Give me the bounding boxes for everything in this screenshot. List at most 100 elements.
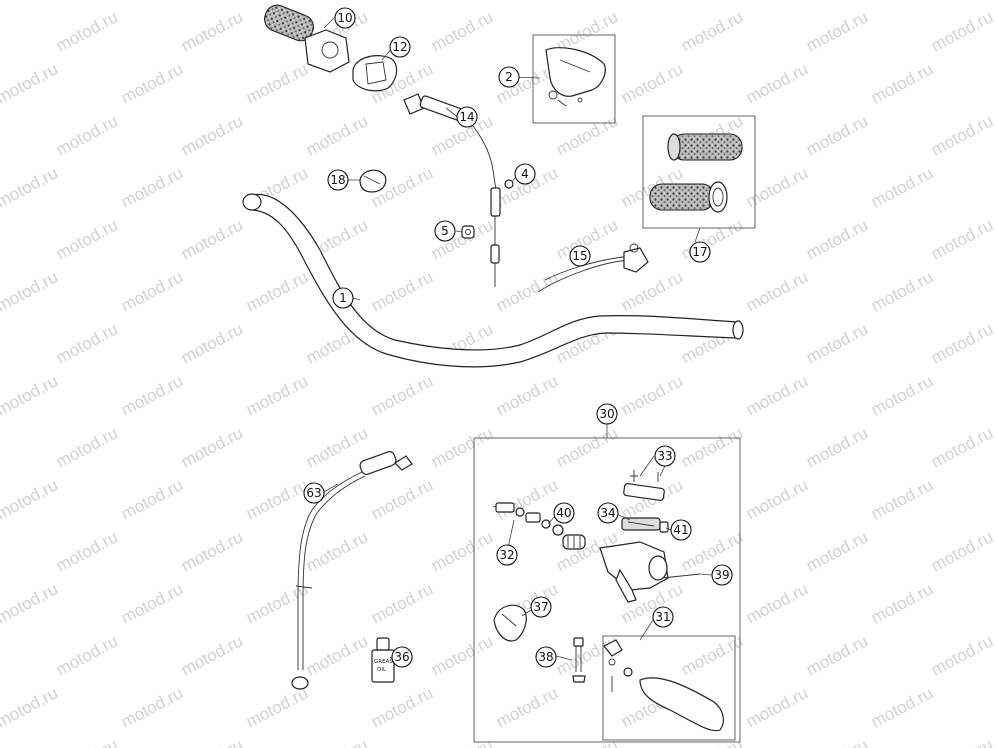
watermark-text: motod.ru: [118, 579, 186, 627]
watermark-text: motod.ru: [868, 163, 936, 211]
callout-4: 4: [514, 163, 536, 185]
watermark-text: motod.ru: [368, 683, 436, 731]
callout-63: 63: [303, 482, 325, 504]
clamp-icon: [359, 169, 387, 193]
watermark-text: motod.ru: [743, 475, 811, 523]
watermark-text: motod.ru: [803, 423, 871, 471]
watermark-text: motod.ru: [368, 579, 436, 627]
watermark-text: motod.ru: [303, 111, 371, 159]
watermark-text: motod.ru: [993, 475, 997, 523]
svg-text:34: 34: [600, 506, 615, 520]
watermark-text: motod.ru: [303, 735, 371, 748]
svg-text:4: 4: [521, 167, 529, 181]
svg-text:32: 32: [499, 548, 514, 562]
piston-kit-icon: [492, 502, 564, 536]
watermark-text: motod.ru: [53, 423, 121, 471]
watermark-text: motod.ru: [428, 423, 496, 471]
watermark-text: motod.ru: [0, 0, 61, 4]
watermark-text: motod.ru: [178, 735, 246, 748]
reservoir-cover-icon: [623, 470, 665, 501]
watermark-text: motod.ru: [0, 683, 61, 731]
watermark-text: motod.ru: [803, 735, 871, 748]
watermark-text: motod.ru: [118, 163, 186, 211]
watermark-text: motod.ru: [743, 371, 811, 419]
watermark-text: motod.ru: [178, 423, 246, 471]
watermark-text: motod.ru: [493, 683, 561, 731]
callout-31: 31: [652, 606, 674, 628]
watermark-text: motod.ru: [178, 7, 246, 55]
watermark-text: motod.ru: [993, 683, 997, 731]
callout-17: 17: [689, 241, 711, 263]
handlebar-icon: [242, 193, 744, 368]
watermark-text: motod.ru: [0, 59, 61, 107]
watermark-text: motod.ru: [428, 7, 496, 55]
watermark-text: motod.ru: [178, 111, 246, 159]
switch-icon: [537, 243, 649, 293]
throttle-cover-icon: [352, 55, 398, 92]
callout-12: 12: [389, 36, 411, 58]
svg-text:41: 41: [673, 523, 688, 537]
part-17-box: [642, 115, 756, 229]
watermark-text: motod.ru: [868, 0, 936, 4]
watermark-text: motod.ru: [118, 267, 186, 315]
watermark-text: motod.ru: [0, 579, 61, 627]
watermark-text: motod.ru: [928, 215, 996, 263]
svg-text:17: 17: [692, 245, 707, 259]
watermark-text: motod.ru: [0, 163, 61, 211]
watermark-text: motod.ru: [743, 267, 811, 315]
watermark-text: motod.ru: [0, 267, 61, 315]
watermark-text: motod.ru: [618, 267, 686, 315]
callout-33: 33: [654, 445, 676, 467]
lever-guard-icon: [493, 604, 527, 642]
watermark-text: motod.ru: [993, 579, 997, 627]
watermark-text: motod.ru: [618, 0, 686, 4]
boot-icon: [562, 534, 586, 550]
callout-1: 1: [332, 287, 354, 309]
watermark-text: motod.ru: [928, 7, 996, 55]
watermark-text: motod.ru: [368, 475, 436, 523]
watermark-text: motod.ru: [0, 475, 61, 523]
callout-18: 18: [327, 169, 349, 191]
watermark-text: motod.ru: [678, 7, 746, 55]
watermark-text: motod.ru: [743, 579, 811, 627]
watermark-text: motod.ru: [678, 215, 746, 263]
watermark-text: motod.ru: [868, 683, 936, 731]
callout-5: 5: [434, 220, 456, 242]
watermark-text: motod.ru: [868, 475, 936, 523]
watermark-text: motod.ru: [743, 0, 811, 4]
watermark-text: motod.ru: [868, 371, 936, 419]
watermark-text: motod.ru: [243, 371, 311, 419]
callout-14: 14: [456, 106, 478, 128]
brake-cover-icon: [545, 47, 606, 107]
watermark-text: motod.ru: [803, 7, 871, 55]
watermark-text: motod.ru: [493, 267, 561, 315]
watermark-text: motod.ru: [928, 527, 996, 575]
nut-icon: [504, 179, 514, 189]
watermark-text: motod.ru: [303, 631, 371, 679]
watermark-text: motod.ru: [868, 267, 936, 315]
watermark-text: motod.ru: [743, 59, 811, 107]
watermark-text: motod.ru: [493, 371, 561, 419]
watermark-text: motod.ru: [178, 631, 246, 679]
watermark-text: motod.ru: [803, 527, 871, 575]
diaphragm-icon: [621, 517, 661, 531]
bolt-icon: [572, 637, 586, 683]
watermark-text: motod.ru: [993, 0, 997, 4]
watermark-text: motod.ru: [178, 527, 246, 575]
callout-34: 34: [597, 502, 619, 524]
watermark-text: motod.ru: [303, 527, 371, 575]
callout-10: 10: [334, 7, 356, 29]
watermark-text: motod.ru: [243, 0, 311, 4]
watermark-text: motod.ru: [743, 683, 811, 731]
watermark-text: motod.ru: [803, 631, 871, 679]
watermark-text: motod.ru: [618, 371, 686, 419]
svg-text:15: 15: [572, 249, 587, 263]
watermark-text: motod.ru: [868, 579, 936, 627]
svg-text:5: 5: [441, 224, 449, 238]
watermark-text: motod.ru: [53, 7, 121, 55]
watermark-text: motod.ru: [53, 215, 121, 263]
watermark-text: motod.ru: [493, 0, 561, 4]
watermark-text: motod.ru: [118, 371, 186, 419]
pin-icon: [659, 521, 669, 533]
svg-text:39: 39: [714, 568, 729, 582]
